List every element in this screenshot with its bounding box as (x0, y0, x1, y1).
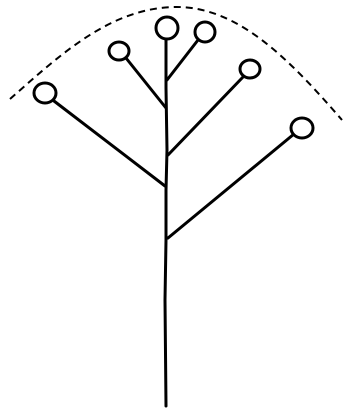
branch-right-upper (168, 77, 243, 155)
branch-top-right (167, 40, 198, 80)
flower-left-near (109, 42, 129, 60)
flower-right-upper (240, 60, 260, 78)
flower-top-center (156, 17, 178, 39)
branch-left-upper (126, 58, 166, 108)
branch-left-lower (54, 101, 165, 186)
flower-top-right (195, 22, 215, 42)
branch-right-lower (168, 134, 294, 238)
flower-left-far (34, 83, 56, 103)
flower-right-far (291, 118, 313, 138)
main-stem (165, 30, 167, 406)
